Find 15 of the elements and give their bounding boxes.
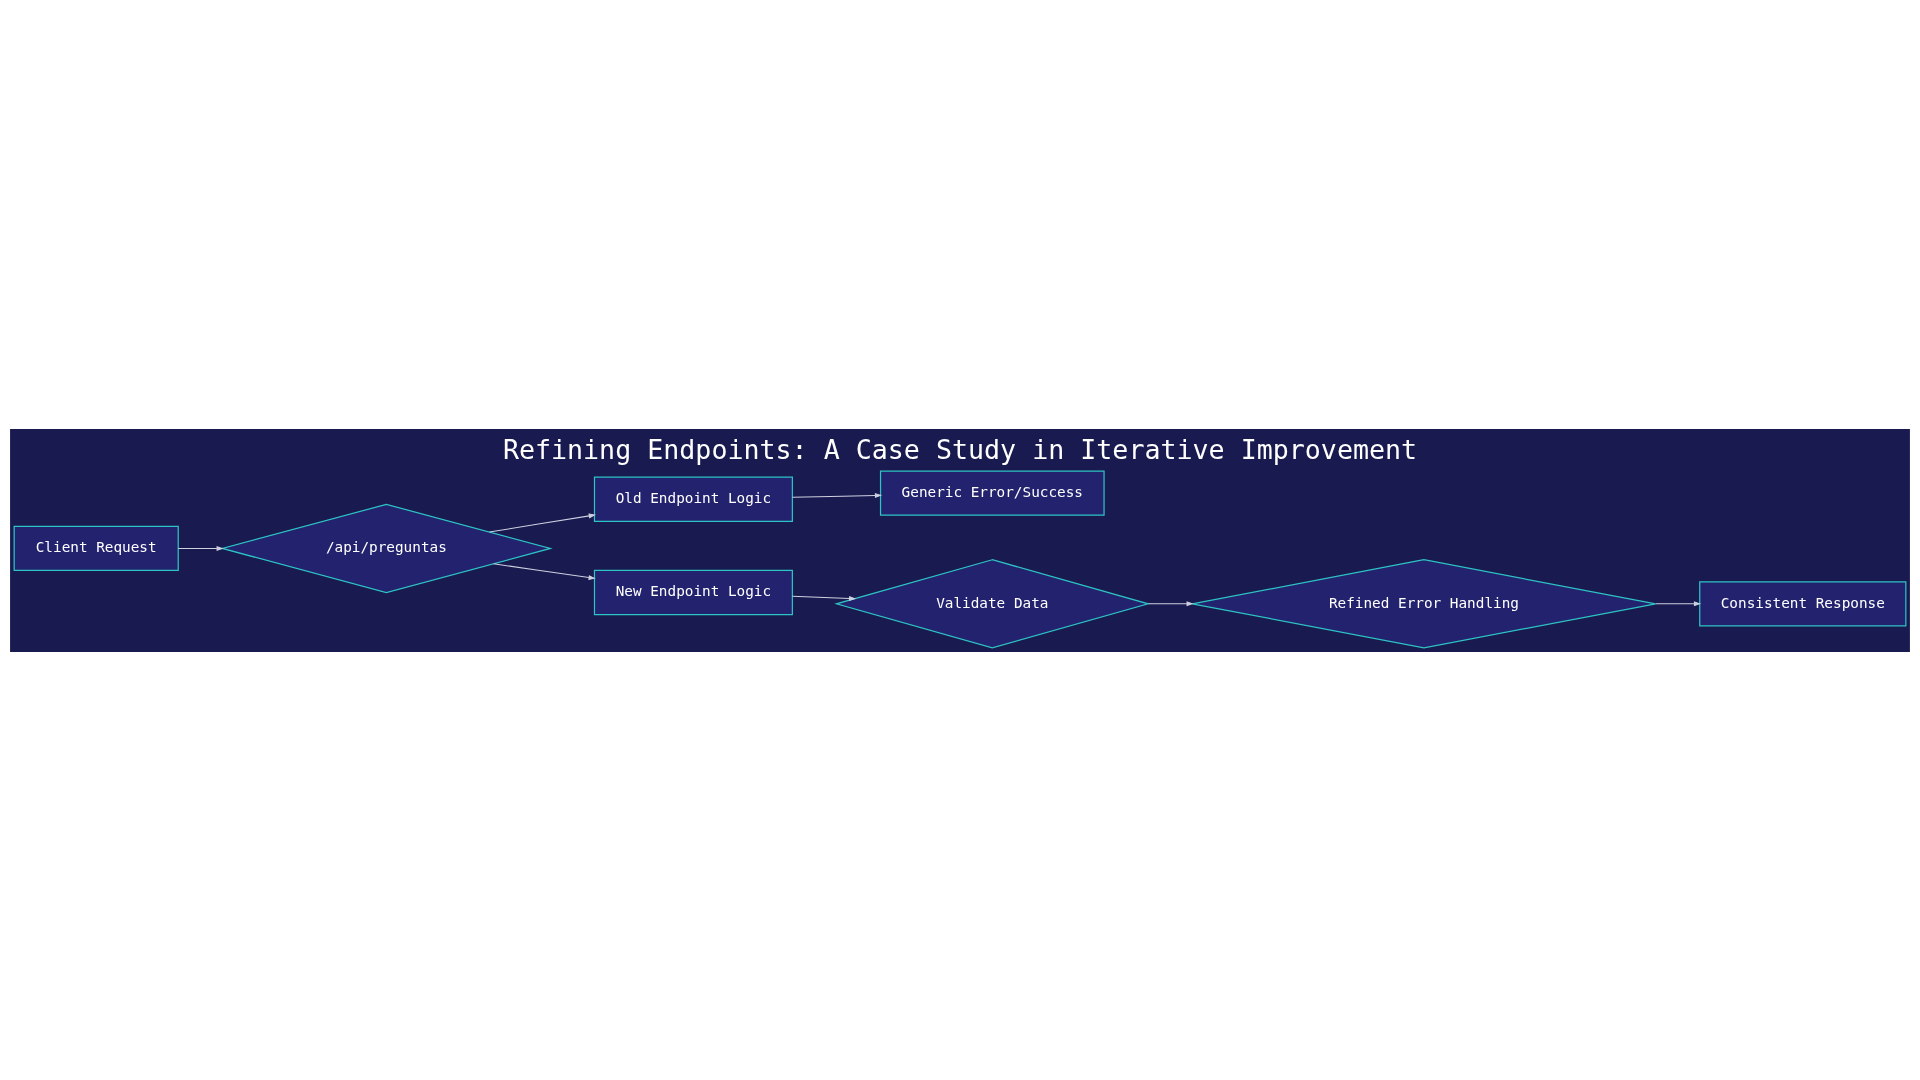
arrow bbox=[488, 512, 596, 532]
arrow bbox=[177, 545, 224, 551]
node-box: Old Endpoint Logic bbox=[593, 476, 793, 522]
node-diamond: Validate Data bbox=[834, 558, 1151, 649]
arrow bbox=[791, 595, 857, 601]
arrow bbox=[1147, 600, 1194, 606]
node-box: Client Request bbox=[13, 525, 179, 571]
arrow bbox=[493, 562, 596, 580]
node-box: Consistent Response bbox=[1699, 580, 1907, 626]
arrow bbox=[1655, 600, 1702, 606]
node-box: Generic Error/Success bbox=[879, 469, 1105, 516]
diagram-title: Refining Endpoints: A Case Study in Iterative Improvement bbox=[502, 433, 1418, 465]
node-box: New Endpoint Logic bbox=[593, 569, 793, 615]
node-diamond: Refined Error Handling bbox=[1191, 558, 1657, 649]
arrow bbox=[791, 492, 883, 498]
